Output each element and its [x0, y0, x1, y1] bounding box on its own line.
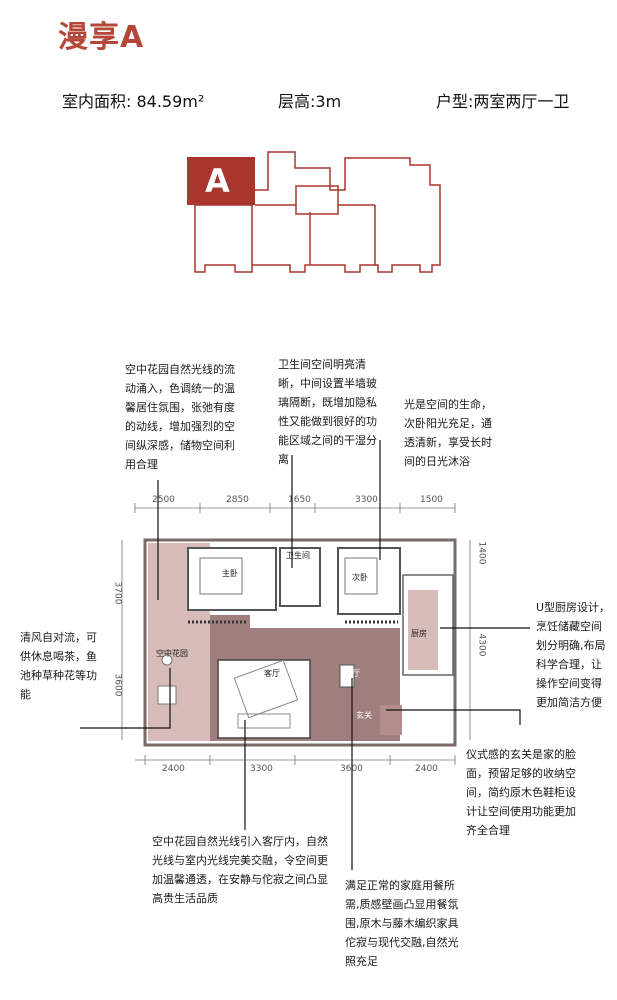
type-spec: 户型:两室两厅一卫	[436, 92, 570, 111]
room-sky-garden: 空中花园	[156, 649, 188, 658]
dim-top-3: 1650	[288, 495, 311, 505]
annotation-dining: 满足正常的家庭用餐所需,质感壁画凸显用餐氛围,原木与藤木编织家具佗寂与现代交融,…	[345, 879, 459, 968]
annotation-kitchen: U型厨房设计，烹饪储藏空间划分明确,布局科学合理，让操作空间变得更加简洁方便	[536, 601, 611, 709]
dim-bottom-4: 2400	[415, 764, 438, 774]
dim-right-1: 1400	[476, 541, 487, 565]
annotation-bathroom: 卫生间空间明亮清晰，中间设置半墙玻璃隔断，既增加隐私性又能做到很好的功能区域之间…	[278, 358, 377, 466]
dim-left-1: 3700	[112, 581, 123, 605]
annotation-light: 光是空间的生命，次卧阳光充足，通透清新，享受长时间的日光沐浴	[404, 398, 492, 468]
dim-bottom-3: 3600	[340, 764, 363, 774]
room-living: 客厅	[264, 669, 280, 678]
annotation-entrance: 仪式感的玄关是家的脸面，预留足够的收纳空间，简约原木色鞋柜设计让空间使用功能更加…	[466, 748, 576, 837]
dim-top-4: 3300	[355, 495, 378, 505]
room-master-bedroom: 主卧	[222, 569, 238, 578]
dim-right-2: 4300	[476, 633, 487, 657]
page-title: 漫享A	[58, 20, 145, 55]
dim-top-2: 2850	[226, 495, 249, 505]
room-bathroom: 卫生间	[286, 551, 310, 560]
room-second-bedroom: 次卧	[352, 573, 368, 582]
dim-top-1: 2500	[152, 495, 175, 505]
key-plan-badge	[187, 157, 255, 205]
key-plan	[194, 151, 441, 273]
dim-bottom-2: 3300	[250, 764, 273, 774]
annotation-sky-garden-left: 清风自对流，可供休息喝茶，鱼池种草种花等功能	[20, 631, 97, 701]
height-spec: 层高:3m	[278, 92, 342, 111]
unit-plan	[143, 538, 457, 747]
dim-bottom-1: 2400	[162, 764, 185, 774]
dimension-lines	[121, 503, 471, 765]
leader-lines	[80, 440, 530, 870]
annotation-living: 空中花园自然光线引入客厅内，自然光线与室内光线完美交融，令空间更加温馨通透，在安…	[152, 835, 328, 905]
room-entrance: 玄关	[356, 711, 372, 720]
dim-top-5: 1500	[420, 495, 443, 505]
annotation-sky-garden-top: 空中花园自然光线的流动涌入，色调统一的温馨居住氛围，张弛有度的动线，增加强烈的空…	[125, 363, 235, 471]
key-plan-badge-label: A	[205, 162, 230, 200]
room-dining: 餐厅	[344, 669, 360, 678]
room-kitchen: 厨房	[411, 629, 427, 638]
area-spec: 室内面积: 84.59m²	[62, 92, 205, 111]
dim-left-2: 3600	[112, 673, 123, 697]
